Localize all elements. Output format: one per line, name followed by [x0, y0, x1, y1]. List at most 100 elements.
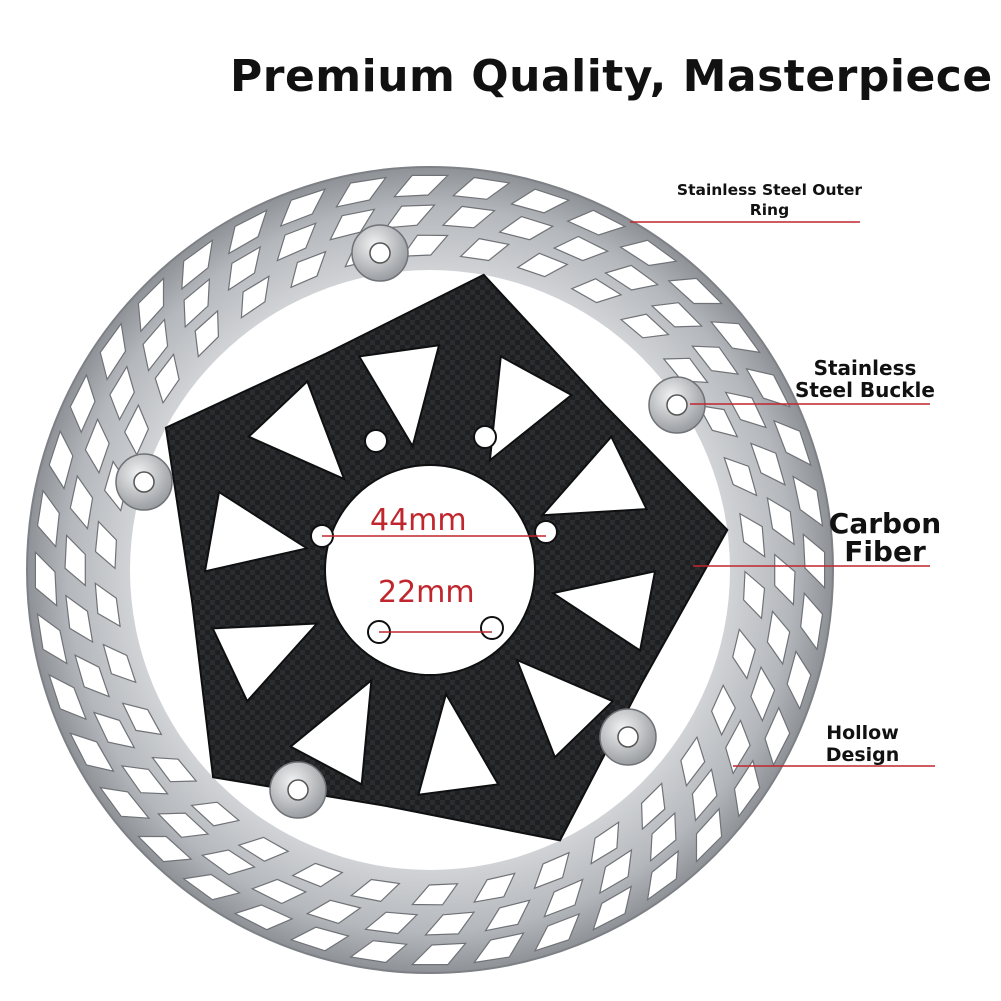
hollow-slot [766, 496, 795, 546]
hollow-slot [792, 475, 824, 528]
hollow-slot [725, 718, 751, 775]
label-hollow-line1: Hollow [826, 722, 899, 744]
hollow-slot [697, 404, 739, 438]
hollow-slot [802, 533, 826, 590]
hollow-slot [766, 610, 791, 666]
hollow-slot [724, 391, 768, 429]
hollow-slot [732, 628, 757, 680]
buckle-rivet-hole [133, 471, 155, 493]
hollow-slot [69, 732, 115, 773]
hollow-slot [459, 237, 511, 262]
spider-cutout [211, 622, 320, 703]
hollow-slot [650, 302, 703, 328]
spider-cutout [515, 658, 615, 759]
hollow-slot [411, 883, 459, 906]
hollow-slot [364, 911, 419, 935]
hollow-slot [691, 768, 718, 822]
hollow-slot [182, 873, 241, 901]
hollow-slot [227, 245, 262, 292]
hollow-slot [646, 849, 679, 902]
hollow-slot [384, 204, 436, 229]
hollow-slot [48, 673, 88, 721]
mount-hole [473, 425, 497, 449]
hollow-slot [276, 222, 317, 262]
dimension-22-label: 22mm [378, 575, 475, 610]
hollow-slot [74, 654, 111, 698]
steel-buckles [115, 224, 706, 819]
hollow-slot [604, 264, 660, 291]
callout-lines [630, 221, 935, 767]
hollow-slot [349, 940, 409, 964]
spider-cutout [288, 678, 373, 786]
mount-hole [364, 429, 388, 453]
hollow-slot [764, 706, 791, 767]
hollow-slot [691, 345, 740, 375]
label-carbon-line1: Carbon [828, 507, 942, 540]
hollow-slot [84, 417, 110, 475]
hollow-slot [739, 512, 766, 558]
hollow-slot [335, 176, 388, 208]
hollow-slot [34, 550, 58, 607]
hollow-slot [237, 836, 290, 862]
label-outer-ring-line2: Ring [749, 201, 790, 219]
hollow-slot [750, 665, 776, 723]
label-buckle-line1: Stainless [813, 356, 917, 380]
hollow-slot [772, 419, 812, 467]
hollow-slot [451, 176, 511, 200]
hollow-slot [69, 474, 94, 530]
hollow-slot [183, 277, 211, 329]
hollow-slot [533, 912, 581, 952]
hollow-slot [190, 801, 241, 827]
hollow-slot [181, 238, 214, 291]
hollow-slot [290, 250, 327, 289]
carbon-fiber-spider [164, 273, 729, 842]
hollow-slot [279, 188, 327, 228]
hollow-slot [543, 878, 584, 918]
label-buckle: Stainless Steel Buckle [780, 357, 950, 401]
hollow-slot [619, 313, 670, 339]
hollow-slot [109, 365, 135, 422]
hollow-slot [749, 442, 786, 486]
hollow-slot [200, 849, 256, 876]
hollow-slot [566, 209, 627, 236]
hollow-slot [137, 276, 165, 333]
hollow-slot [592, 885, 633, 931]
hollow-slot [590, 821, 620, 865]
hollow-slot [240, 275, 270, 319]
hollow-slot [194, 309, 220, 358]
hollow-slot [157, 812, 210, 838]
hollow-slot [92, 711, 136, 749]
hollow-slot [733, 759, 761, 818]
hollow-slot [94, 520, 118, 570]
hollow-slot [94, 582, 121, 628]
hollow-slot [136, 835, 193, 863]
hollow-slot [289, 926, 350, 952]
hollow-slot [349, 878, 401, 903]
buckle-rivet-hole [666, 394, 688, 416]
hollow-slot [742, 570, 766, 620]
hollow-slot [667, 277, 724, 305]
hollow-slot [142, 318, 169, 372]
spider-cutout [357, 344, 441, 449]
label-outer-ring-line1: Stainless Steel Outer [676, 181, 863, 199]
hollow-slot [619, 239, 678, 267]
hollow-slots [34, 174, 826, 966]
hollow-slot [710, 683, 736, 737]
hollow-slot [48, 429, 74, 490]
spider-cutout [488, 354, 574, 463]
label-outer-ring: Stainless Steel Outer Ring [662, 180, 877, 220]
hollow-slot [154, 352, 180, 405]
hollow-slot [709, 321, 762, 354]
hollow-slot [640, 782, 666, 831]
label-hollow-line2: Design [825, 744, 900, 766]
buckle-rivet-hole [369, 242, 391, 264]
mount-hole [480, 616, 504, 640]
label-hollow: Hollow Design [800, 722, 925, 766]
hollow-slot [800, 591, 824, 651]
center-opening [324, 464, 536, 676]
hollow-slot [36, 489, 60, 549]
hollow-slot [472, 932, 525, 964]
hollow-slot [64, 533, 86, 587]
hollow-slot [98, 786, 151, 819]
